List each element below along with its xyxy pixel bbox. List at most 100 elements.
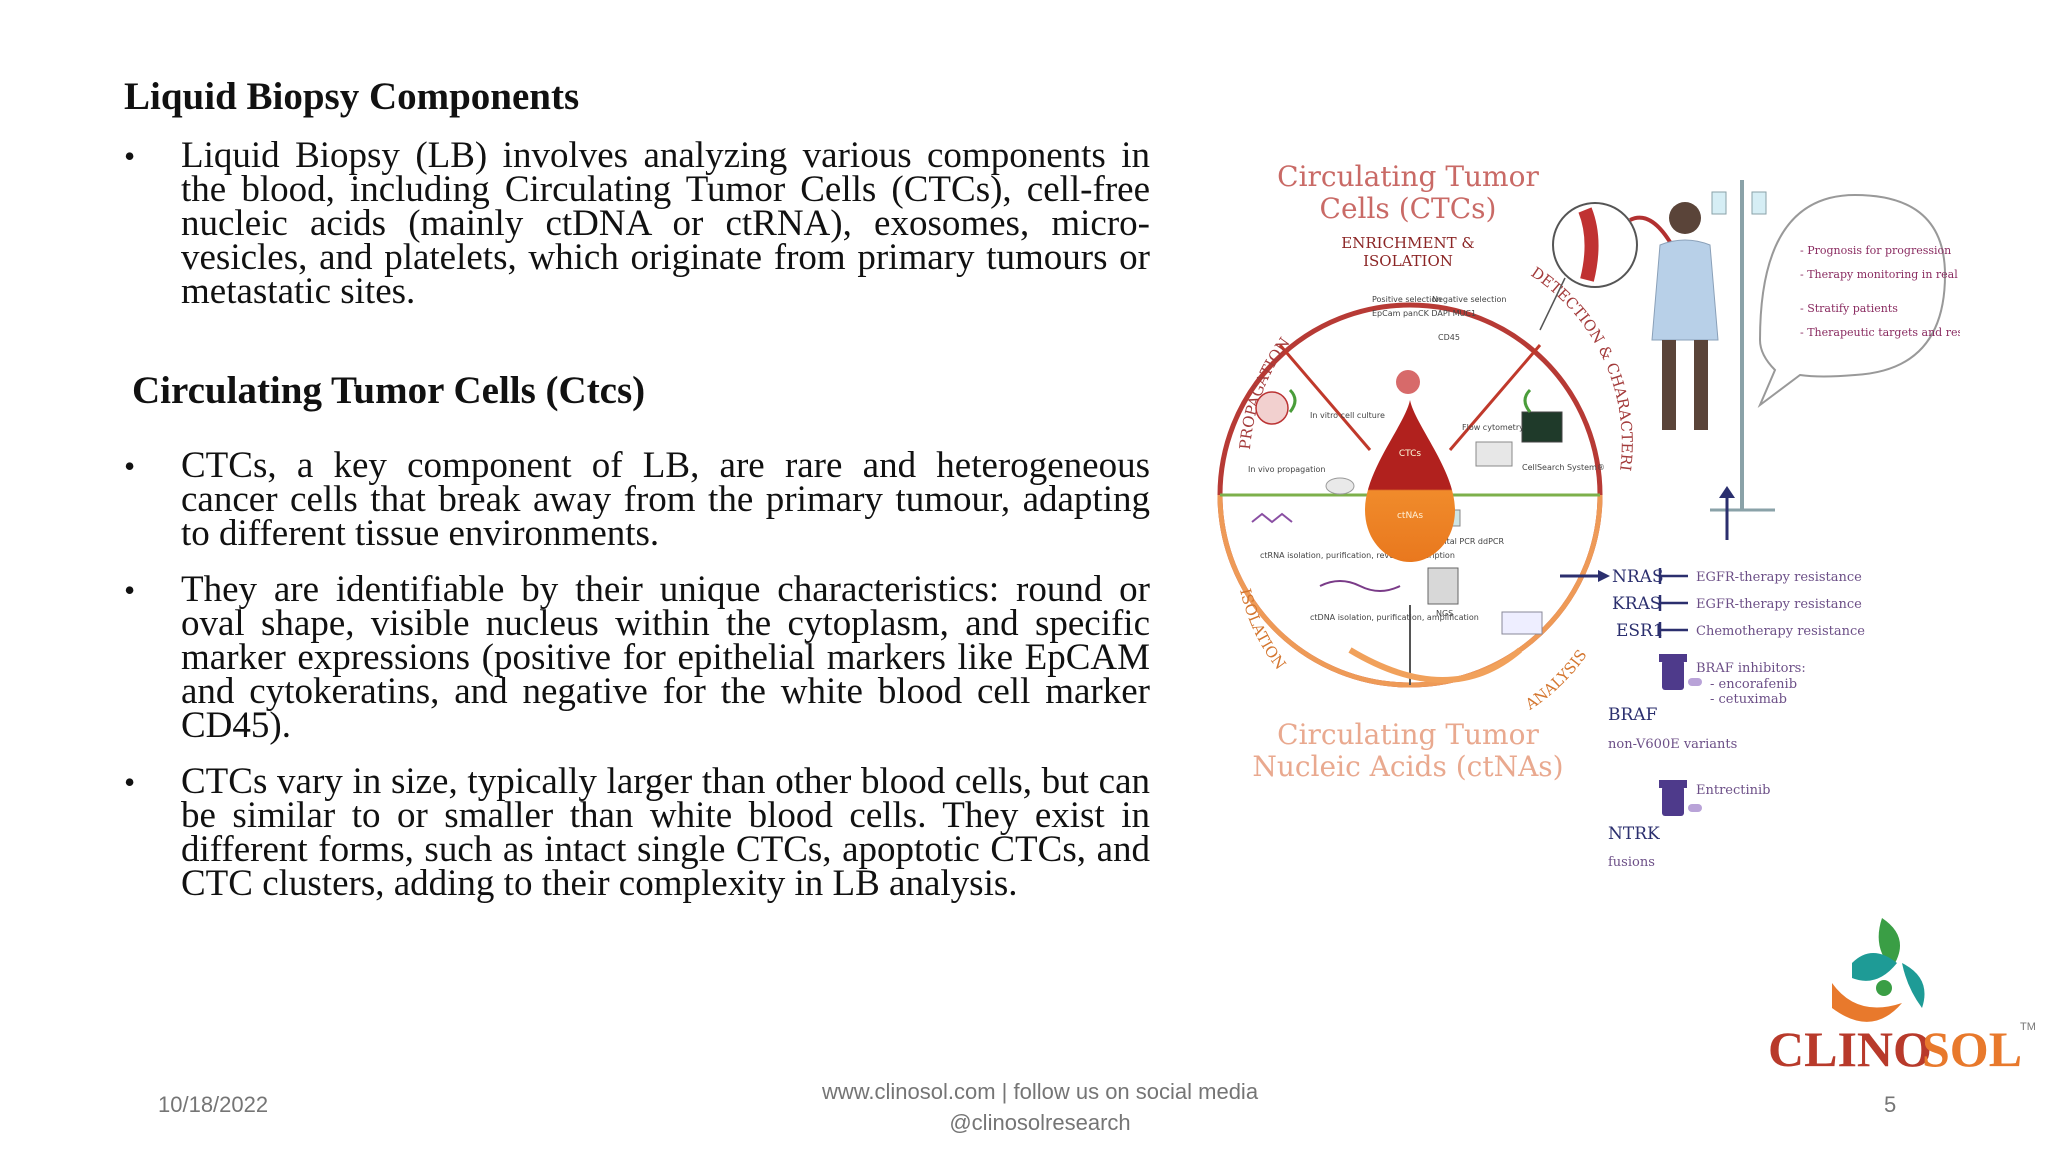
divider-left (1278, 344, 1372, 451)
flow-cytometer-icon (1475, 441, 1513, 467)
label-digital-pcr: digital PCR ddPCR (1432, 537, 1504, 546)
label-in-vitro: In vitro cell culture (1310, 411, 1385, 420)
drop-label-ctnas: ctNAs (1397, 511, 1423, 521)
label-isolation-top: ISOLATION (1363, 252, 1453, 270)
tumor-cell-icon (1396, 370, 1420, 394)
drug-bottle-cap-icon (1659, 654, 1687, 662)
arrow-right-icon (1523, 388, 1532, 413)
bubble-line-2: - Therapy monitoring in real time (1800, 268, 1960, 281)
bubble-line-1: - Prognosis for progression (1800, 244, 1951, 257)
sequence-chart-icon (1501, 611, 1543, 635)
gene-nras: NRAS (1612, 567, 1664, 587)
bullet-item: CTCs, a key component of LB, are rare an… (124, 447, 1150, 552)
gene-row-kras: KRAS EGFR-therapy resistance (1612, 594, 1862, 614)
cellsearch-monitor-icon (1521, 411, 1563, 443)
logo-text-clino: CLINO (1768, 1021, 1932, 1077)
blood-vessel-icon (1578, 207, 1599, 282)
label-propagation: PROPAGATION (1236, 334, 1294, 450)
gene-kras: KRAS (1612, 594, 1661, 614)
patient-gown (1651, 239, 1719, 341)
gene-note-esr1: Chemotherapy resistance (1696, 624, 1865, 639)
dna-helix-icon (1319, 580, 1401, 592)
clinosol-logo: CLINO SOL TM (1768, 918, 2036, 1077)
gene-note-kras: EGFR-therapy resistance (1696, 597, 1862, 612)
heading-liquid-biopsy-components: Liquid Biopsy Components (124, 75, 580, 118)
patient-head (1669, 202, 1701, 234)
patient-leg (1662, 340, 1676, 430)
iv-bag-icon (1711, 191, 1727, 215)
label-analysis: ANALYSIS (1521, 646, 1590, 714)
flow-arrow-icon (1348, 647, 1522, 683)
logo-teal-icon (1852, 953, 1897, 981)
label-isolation: ISOLATION (1236, 587, 1289, 673)
footer-page-number: 5 (1884, 1092, 1897, 1117)
label-in-vivo: In vivo propagation (1248, 465, 1325, 474)
logo-hand-icon (1832, 983, 1902, 1022)
bullet-item: Liquid Biopsy (LB) involves analyzing va… (124, 137, 1150, 310)
label-negative-selection: Negative selection (1432, 295, 1506, 304)
logo-text-sol: SOL (1922, 1021, 2022, 1077)
gene-arrow-head-icon (1598, 570, 1610, 582)
label-ctdna: ctDNA isolation, purification, amplifica… (1310, 613, 1479, 622)
ntrk-fusions: fusions (1608, 855, 1655, 870)
figure-title-ctnas-line1: Circulating Tumor (1277, 718, 1539, 751)
label-markers: EpCam panCK DAPI MUC1 (1372, 309, 1476, 318)
label-enrichment: ENRICHMENT & (1341, 234, 1474, 252)
gene-esr1: ESR1 (1616, 621, 1664, 641)
gene-ntrk: NTRK (1608, 824, 1660, 844)
logo-trademark: TM (2020, 1021, 2036, 1033)
figure-title-ctcs-line1: Circulating Tumor (1277, 160, 1539, 193)
braf-note-2: - encorafenib (1710, 677, 1797, 692)
magnifier-pointer (1539, 277, 1566, 331)
pill-icon (1688, 804, 1702, 812)
braf-note-1: BRAF inhibitors: (1696, 661, 1806, 676)
liquid-biopsy-figure: Circulating Tumor Cells (CTCs) ENRICHMEN… (1200, 150, 1960, 870)
gene-row-nras: NRAS EGFR-therapy resistance (1612, 567, 1862, 587)
speech-bubble (1757, 193, 1947, 409)
drug-bottle-cap-icon (1659, 780, 1687, 788)
label-cd45: CD45 (1438, 333, 1460, 342)
gene-note-nras: EGFR-therapy resistance (1696, 570, 1862, 585)
red-arrow-icon (1629, 215, 1672, 244)
footer-website: www.clinosol.com | follow us on social m… (821, 1079, 1259, 1104)
label-ctrna: ctRNA isolation, purification, revers tr… (1260, 551, 1455, 560)
braf-variants: non-V600E variants (1608, 737, 1737, 752)
bullet-list-lb: Liquid Biopsy (LB) involves analyzing va… (124, 137, 1150, 310)
logo-hand-right-icon (1902, 963, 1925, 1008)
pill-icon (1688, 678, 1702, 686)
cell-culture-icon (1255, 391, 1289, 425)
logo-dot-icon (1876, 980, 1892, 996)
drug-bottle-icon (1662, 786, 1684, 816)
label-ngs: NGS (1436, 609, 1453, 618)
bullet-list-ctcs: CTCs, a key component of LB, are rare an… (124, 447, 1150, 923)
figure-title-ctcs-line2: Cells (CTCs) (1320, 192, 1497, 225)
footer-handle: @clinosolresearch (949, 1110, 1131, 1135)
blood-drop-icon (1365, 400, 1455, 562)
footer-date: 10/18/2022 (158, 1092, 269, 1117)
label-cellsearch: CellSearch System® (1522, 463, 1605, 472)
arrow-left-icon (1288, 388, 1297, 413)
up-arrow-head-icon (1719, 486, 1735, 498)
mouse-icon (1325, 477, 1355, 495)
drug-bottle-icon (1662, 660, 1684, 690)
bubble-line-3: - Stratify patients (1800, 302, 1898, 315)
divider-right (1448, 344, 1542, 451)
braf-note-3: - cetuximab (1710, 692, 1787, 707)
drop-label-ctcs: CTCs (1399, 449, 1422, 459)
bubble-line-4: - Therapeutic targets and resistance mec… (1800, 326, 1960, 339)
patient-leg (1694, 340, 1708, 430)
footer-center: www.clinosol.com | follow us on social m… (690, 1076, 1390, 1138)
bullet-item: CTCs vary in size, typically larger than… (124, 763, 1150, 902)
ntrk-note: Entrectinib (1696, 783, 1771, 798)
gene-braf: BRAF (1608, 705, 1658, 725)
iv-bag-icon (1751, 191, 1767, 215)
figure-title-ctnas-line2: Nucleic Acids (ctNAs) (1252, 750, 1563, 783)
label-positive-selection: Positive selection (1372, 295, 1441, 304)
gene-row-esr1: ESR1 Chemotherapy resistance (1616, 621, 1865, 641)
rna-strand-icon (1251, 512, 1293, 524)
bullet-item: They are identifiable by their unique ch… (124, 571, 1150, 744)
ngs-machine-icon (1427, 567, 1459, 605)
heading-circulating-tumor-cells: Circulating Tumor Cells (Ctcs) (132, 369, 646, 412)
label-flow-cytometry: Flow cytometry (1462, 423, 1524, 432)
